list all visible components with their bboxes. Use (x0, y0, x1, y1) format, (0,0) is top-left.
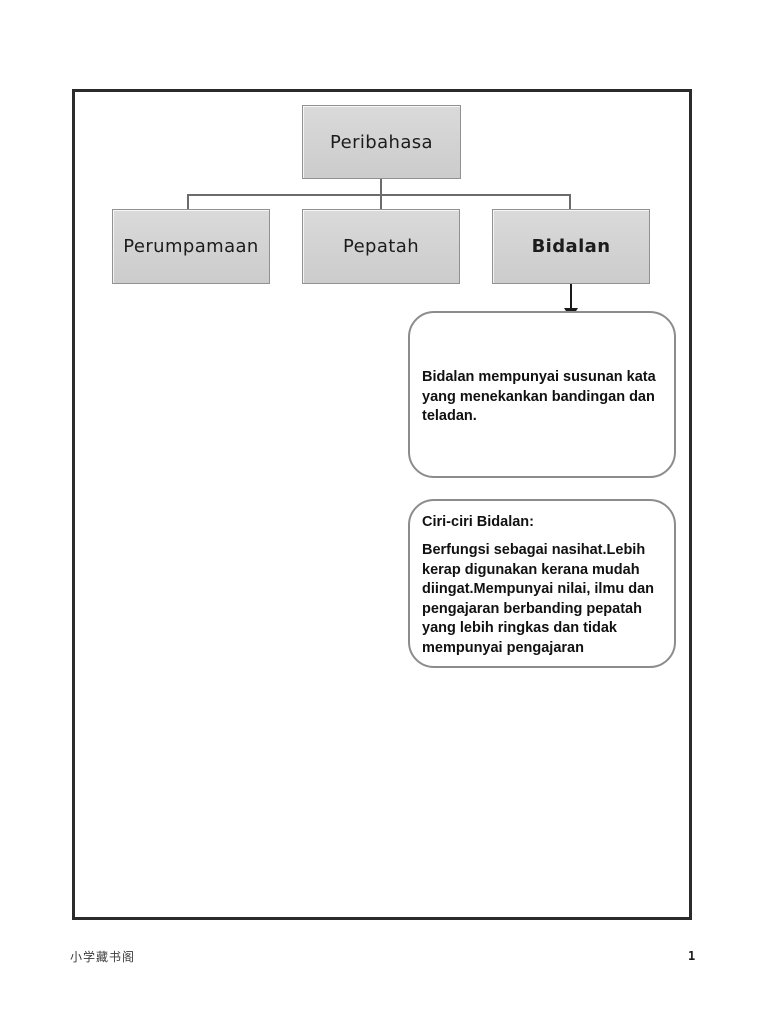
callout-characteristics-heading: Ciri-ciri Bidalan: (422, 514, 534, 530)
document-page: Peribahasa Perumpamaan Pepatah Bidalan B… (72, 89, 692, 920)
callout-characteristics-text: Berfungsi sebagai nasihat.Lebih kerap di… (422, 542, 655, 656)
connector-horizontal-bar (187, 194, 571, 196)
chart-node-peribahasa: Peribahasa (302, 105, 461, 179)
chart-node-label: Perumpamaan (123, 236, 259, 257)
page-number: 1 (688, 949, 696, 963)
connector-drop-perumpamaan (187, 195, 189, 209)
chart-node-bidalan: Bidalan (492, 209, 650, 284)
callout-bidalan-definition: Bidalan mempunyai susunan kata yang mene… (408, 311, 676, 478)
connector-drop-pepatah (380, 195, 382, 209)
connector-drop-bidalan (569, 195, 571, 209)
chart-node-label: Pepatah (342, 236, 420, 257)
connector-stem (380, 179, 382, 195)
chart-node-perumpamaan: Perumpamaan (112, 209, 270, 284)
chart-node-label: Bidalan (531, 236, 611, 257)
callout-bidalan-characteristics: Ciri-ciri Bidalan: Berfungsi sebagai nas… (408, 499, 676, 668)
watermark-text: 小学藏书阁 (70, 950, 136, 964)
down-arrow-connector (570, 284, 572, 310)
callout-definition-text: Bidalan mempunyai susunan kata yang mene… (422, 369, 656, 424)
chart-node-label: Peribahasa (330, 131, 433, 153)
chart-node-pepatah: Pepatah (302, 209, 460, 284)
